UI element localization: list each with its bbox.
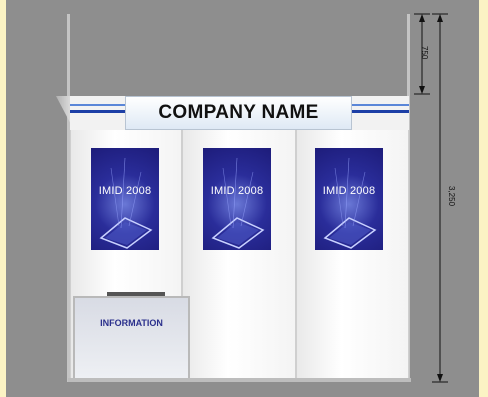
poster-center: IMID 2008	[203, 148, 271, 250]
poster-right: IMID 2008	[315, 148, 383, 250]
poster-title: IMID 2008	[98, 185, 152, 197]
header-stripe-right-top	[352, 104, 409, 106]
poster-graphic	[211, 157, 265, 249]
information-label: INFORMATION	[100, 318, 163, 328]
header-stripe-left	[70, 110, 125, 113]
company-name-sign: COMPANY NAME	[125, 96, 352, 130]
poster-title: IMID 2008	[210, 185, 264, 197]
header-stripe-right	[352, 110, 409, 113]
floor-base	[68, 378, 411, 382]
desk-top-edge	[107, 292, 165, 296]
poster-left: IMID 2008	[91, 148, 159, 250]
poster-graphic	[99, 157, 153, 249]
left-pole	[67, 14, 70, 382]
information-desk: INFORMATION	[73, 296, 190, 381]
header-stripe-left-top	[70, 104, 125, 106]
dimension-top-label: 750	[420, 46, 429, 60]
poster-title: IMID 2008	[322, 185, 376, 197]
poster-graphic	[323, 157, 377, 249]
company-name-text: COMPANY NAME	[158, 102, 319, 123]
dimension-total-label: 3,250	[447, 186, 456, 207]
